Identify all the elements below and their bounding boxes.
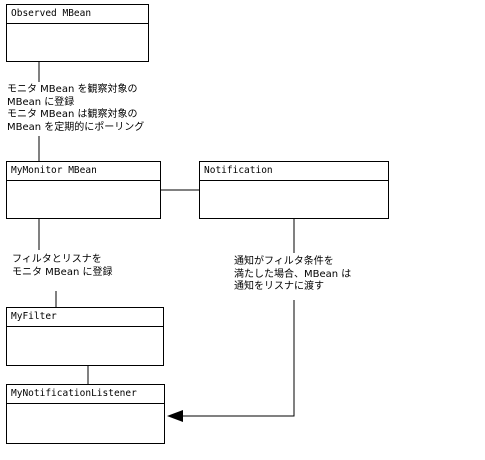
deliver-notification-note: 通知がフィルタ条件を 満たした場合、MBean は 通知をリスナに渡す xyxy=(234,256,351,294)
note-line: MBean に登録 xyxy=(7,96,75,108)
register-and-poll-note: モニタ MBean を観察対象の MBean に登録 モニタ MBean は観察… xyxy=(7,84,144,134)
note-line: 通知をリスナに渡す xyxy=(234,281,324,292)
my-monitor-mbean-box: MyMonitor MBean xyxy=(6,161,161,219)
my-notification-listener-box: MyNotificationListener xyxy=(6,384,165,444)
note-line: フィルタとリスナを xyxy=(12,254,102,265)
deliver-note-to-listener-line xyxy=(180,300,295,417)
observed-mbean-title: Observed MBean xyxy=(7,5,148,24)
arrowhead-to-listener xyxy=(167,410,183,422)
note-line: MBean を定期的にポーリング xyxy=(7,121,145,133)
notification-box: Notification xyxy=(199,161,389,219)
register-filter-listener-note: フィルタとリスナを モニタ MBean に登録 xyxy=(12,254,112,279)
note-line: モニタ MBean は観察対象の xyxy=(7,109,138,120)
notification-title: Notification xyxy=(200,162,388,181)
my-monitor-mbean-title: MyMonitor MBean xyxy=(7,162,160,181)
note-line: 満たした場合、MBean は xyxy=(234,268,352,280)
my-filter-box: MyFilter xyxy=(6,307,164,366)
note-line: 通知がフィルタ条件を xyxy=(234,256,334,267)
note-line: モニタ MBean に登録 xyxy=(12,266,113,278)
my-filter-title: MyFilter xyxy=(7,308,163,327)
observed-mbean-box: Observed MBean xyxy=(6,4,149,62)
my-notification-listener-title: MyNotificationListener xyxy=(7,385,164,404)
note-line: モニタ MBean を観察対象の xyxy=(7,84,138,95)
